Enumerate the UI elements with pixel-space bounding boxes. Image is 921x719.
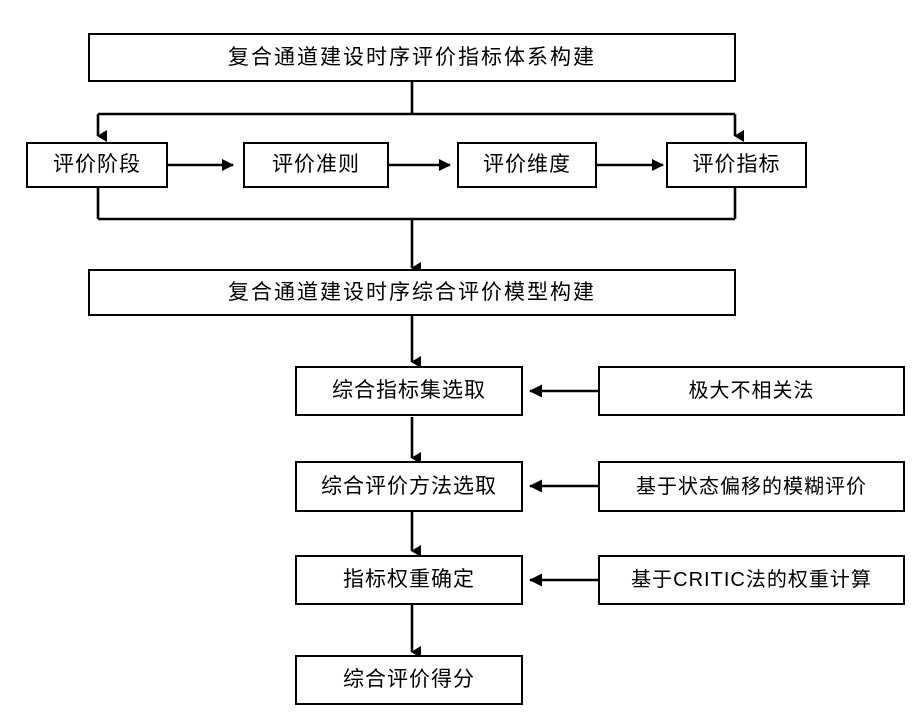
node-evaluation-dimension-label: 评价维度 — [483, 153, 571, 177]
node-method-critic-weight-label: 基于CRITIC法的权重计算 — [631, 569, 872, 591]
node-evaluation-criterion[interactable]: 评价准则 — [243, 142, 389, 188]
node-model-build[interactable]: 复合通道建设时序综合评价模型构建 — [88, 269, 736, 316]
node-index-system[interactable]: 复合通道建设时序评价指标体系构建 — [88, 33, 736, 82]
node-method-critic-weight[interactable]: 基于CRITIC法的权重计算 — [598, 555, 905, 605]
node-method-max-uncorrelated-label: 极大不相关法 — [688, 380, 815, 402]
node-index-set-selection-label: 综合指标集选取 — [332, 379, 486, 403]
node-evaluation-stage-label: 评价阶段 — [53, 153, 141, 177]
node-evaluation-criterion-label: 评价准则 — [272, 153, 360, 177]
node-method-fuzzy-state-deviation[interactable]: 基于状态偏移的模糊评价 — [598, 461, 905, 512]
node-method-selection-label: 综合评价方法选取 — [321, 474, 497, 498]
node-model-build-label: 复合通道建设时序综合评价模型构建 — [228, 280, 596, 304]
node-weight-determination-label: 指标权重确定 — [343, 568, 475, 592]
node-evaluation-indicator-label: 评价指标 — [692, 153, 781, 177]
node-final-score-label: 综合评价得分 — [343, 668, 475, 692]
node-index-set-selection[interactable]: 综合指标集选取 — [295, 366, 523, 416]
node-method-max-uncorrelated[interactable]: 极大不相关法 — [598, 366, 905, 416]
node-evaluation-dimension[interactable]: 评价维度 — [457, 142, 597, 188]
node-evaluation-indicator[interactable]: 评价指标 — [666, 142, 807, 188]
node-final-score[interactable]: 综合评价得分 — [295, 655, 523, 705]
node-index-system-label: 复合通道建设时序评价指标体系构建 — [228, 45, 596, 69]
node-method-selection[interactable]: 综合评价方法选取 — [295, 461, 523, 512]
node-weight-determination[interactable]: 指标权重确定 — [295, 555, 523, 605]
node-evaluation-stage[interactable]: 评价阶段 — [26, 142, 168, 188]
node-method-fuzzy-state-deviation-label: 基于状态偏移的模糊评价 — [636, 475, 867, 498]
